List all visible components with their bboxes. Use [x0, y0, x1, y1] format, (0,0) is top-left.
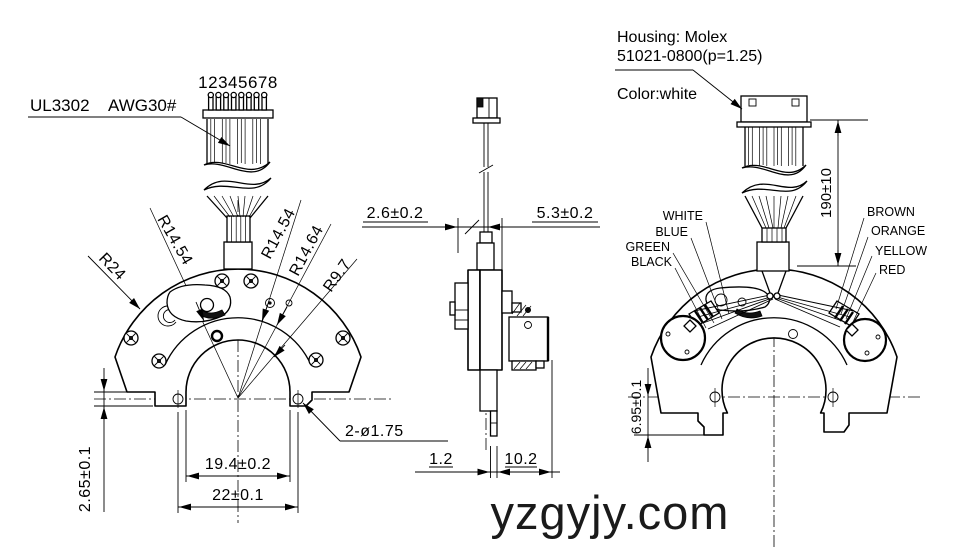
connector-pins	[207, 91, 268, 111]
back-mount-holes	[709, 388, 839, 407]
back-offset-dim: 6.95±0.1	[628, 368, 708, 462]
screw	[243, 273, 259, 289]
wire-spec-callout: UL3302 AWG30#	[28, 96, 231, 147]
back-view: Housing: Molex 51021-0800(p=1.25) Color:…	[615, 29, 927, 550]
back-body	[650, 268, 898, 436]
side-dimensions: 2.6±0.2 5.3±0.2 1.2 10.2	[362, 205, 600, 478]
back-wire-harness	[736, 95, 812, 294]
housing-callout: Housing: Molex 51021-0800(p=1.25) Color:…	[615, 29, 762, 110]
wire-color-blue: BLUE	[655, 225, 688, 239]
screw	[151, 353, 167, 369]
color-note-label: Color:white	[617, 86, 697, 103]
dim-mount-holes: 2-ø1.75	[345, 423, 404, 440]
housing-label-line1: Housing: Molex	[617, 29, 727, 46]
side-view: 2.6±0.2 5.3±0.2 1.2 10.2	[362, 97, 600, 478]
radius-label-r14-54-right: R14.54	[259, 206, 300, 262]
front-cable-break	[203, 161, 272, 191]
screw	[123, 330, 139, 346]
back-cable-break	[741, 164, 808, 194]
dim-center-offset: 6.95±0.1	[628, 380, 644, 435]
dim-mount-offset: 5.3±0.2	[537, 205, 594, 222]
side-motor-block	[508, 302, 550, 371]
wire-color-black: BLACK	[631, 255, 673, 269]
screw	[214, 273, 230, 289]
dim-plate-thickness: 1.2	[429, 451, 453, 468]
front-sleeve	[223, 241, 253, 270]
back-small-hole	[788, 329, 798, 339]
side-wire	[476, 123, 495, 271]
dim-outer-width: 22±0.1	[212, 487, 264, 504]
wire-spec-awg-label: AWG30#	[108, 96, 177, 115]
screw	[308, 352, 324, 368]
wire-color-red: RED	[879, 263, 905, 277]
front-centerlines	[94, 200, 392, 523]
wire-spec-ul-label: UL3302	[30, 96, 90, 115]
dim-cable-length: 190±10	[818, 168, 835, 218]
wire-color-labels-right: BROWN ORANGE YELLOW RED	[835, 205, 927, 325]
side-body	[449, 269, 550, 437]
radius-label-r9-7: R9.7	[320, 256, 354, 295]
wire-color-yellow: YELLOW	[875, 244, 927, 258]
dim-foot-height: 2.65±0.1	[77, 446, 94, 512]
pin-numbers-label: 12345678	[198, 73, 278, 92]
front-dimensions: 19.4±0.2 22±0.1 2.65±0.1 2-ø1.75	[77, 368, 448, 513]
front-body	[114, 199, 362, 408]
front-screws	[123, 273, 351, 369]
front-wire-ribbon	[206, 119, 269, 164]
wire-color-white: WHITE	[663, 209, 703, 223]
motor-left	[659, 314, 707, 362]
back-cable-length-dim: 190±10	[797, 119, 868, 267]
back-wire-ribbon	[744, 127, 804, 166]
dim-depth: 10.2	[504, 451, 537, 468]
side-connector	[472, 97, 501, 124]
radius-label-r14-54-left: R14.54	[154, 213, 196, 269]
housing-label-line2: 51021-0800(p=1.25)	[617, 48, 762, 65]
front-small-holes	[210, 298, 293, 343]
back-connector	[736, 95, 812, 128]
watermark: yzgyjy.com	[491, 486, 730, 539]
front-connector-8pin	[202, 91, 274, 119]
radius-label-r14-64: R14.64	[287, 223, 328, 279]
wire-color-labels-left: WHITE BLUE GREEN BLACK	[626, 209, 730, 329]
wire-color-orange: ORANGE	[871, 224, 925, 238]
front-mount-holes	[172, 390, 304, 408]
dim-inner-width: 19.4±0.2	[205, 456, 271, 473]
radius-label-r24: R24	[95, 250, 129, 284]
screw	[335, 330, 351, 346]
front-cam-assembly	[157, 284, 232, 327]
dim-wire-offset: 2.6±0.2	[367, 205, 424, 222]
back-wire-fan	[693, 292, 855, 330]
front-wire-fan	[206, 195, 269, 219]
motor-right	[842, 317, 888, 363]
wire-color-green: GREEN	[626, 240, 670, 254]
wire-color-brown: BROWN	[867, 205, 915, 219]
back-wire-fan-top	[744, 195, 804, 243]
back-sleeve	[756, 241, 790, 272]
front-view: 12345678 UL3302 AWG30# R24 R14.54 R14.54…	[28, 73, 448, 523]
